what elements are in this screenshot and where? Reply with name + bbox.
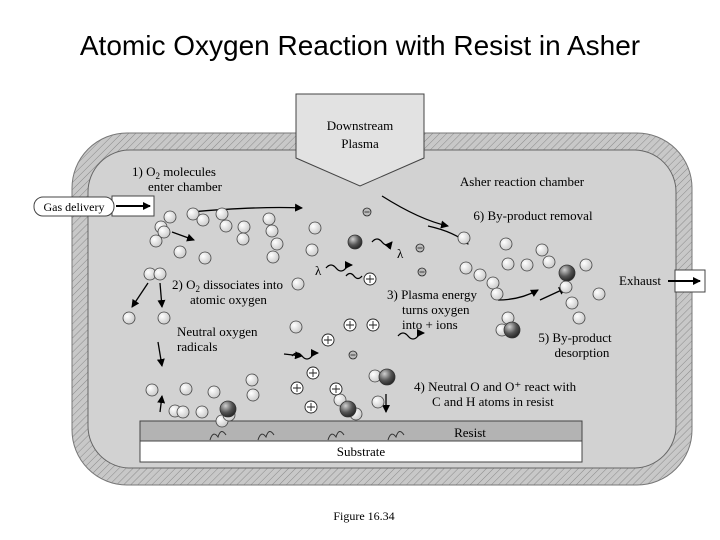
asher-chamber-label: Asher reaction chamber <box>460 174 585 189</box>
gas-delivery-label: Gas delivery <box>44 200 105 214</box>
plasma-label: Plasma <box>341 136 379 151</box>
photon-arrows <box>291 238 425 360</box>
step6-label: 6) By-product removal <box>473 208 593 223</box>
step4-label: 4) Neutral O and O⁺ react with <box>414 379 577 394</box>
step4-label-line2: C and H atoms in resist <box>432 394 554 409</box>
step1-label-line2: enter chamber <box>148 179 223 194</box>
gas-delivery-box <box>33 196 115 217</box>
resist-label: Resist <box>454 425 486 440</box>
step2-label: 2) O2 dissociates into <box>172 277 283 294</box>
downstream-label: Downstream <box>327 118 393 133</box>
figure-caption: Figure 16.34 <box>333 509 394 523</box>
resist-reaction-marks <box>209 431 405 441</box>
step2-label-line2: atomic oxygen <box>190 292 267 307</box>
chamber-interior <box>87 149 677 469</box>
electrons <box>348 207 427 360</box>
step1-label: 1) O2 molecules <box>132 164 216 181</box>
exhaust-label: Exhaust <box>619 273 661 288</box>
step3-label: 3) Plasma energy <box>387 287 478 302</box>
substrate-layer <box>139 440 583 463</box>
byproduct-molecules <box>219 234 576 418</box>
diagram-title: Atomic Oxygen Reaction with Resist in As… <box>79 30 641 61</box>
lambda-label-1: λ <box>315 263 322 278</box>
step5-label: 5) By-product <box>538 330 612 345</box>
resist-layer <box>139 420 583 442</box>
step5-label-line2: desorption <box>555 345 610 360</box>
neutral-label-line2: radicals <box>177 339 217 354</box>
plasma-inlet <box>295 93 425 187</box>
neutral-label: Neutral oxygen <box>177 324 258 339</box>
substrate-label: Substrate <box>337 444 386 459</box>
step3-label-line2: turns oxygen <box>402 302 470 317</box>
oxygen-molecules <box>122 207 606 428</box>
lambda-label-2: λ <box>397 246 404 261</box>
step3-label-line3: into + ions <box>402 317 458 332</box>
positive-ions <box>290 272 380 414</box>
flow-arrows <box>131 195 567 413</box>
